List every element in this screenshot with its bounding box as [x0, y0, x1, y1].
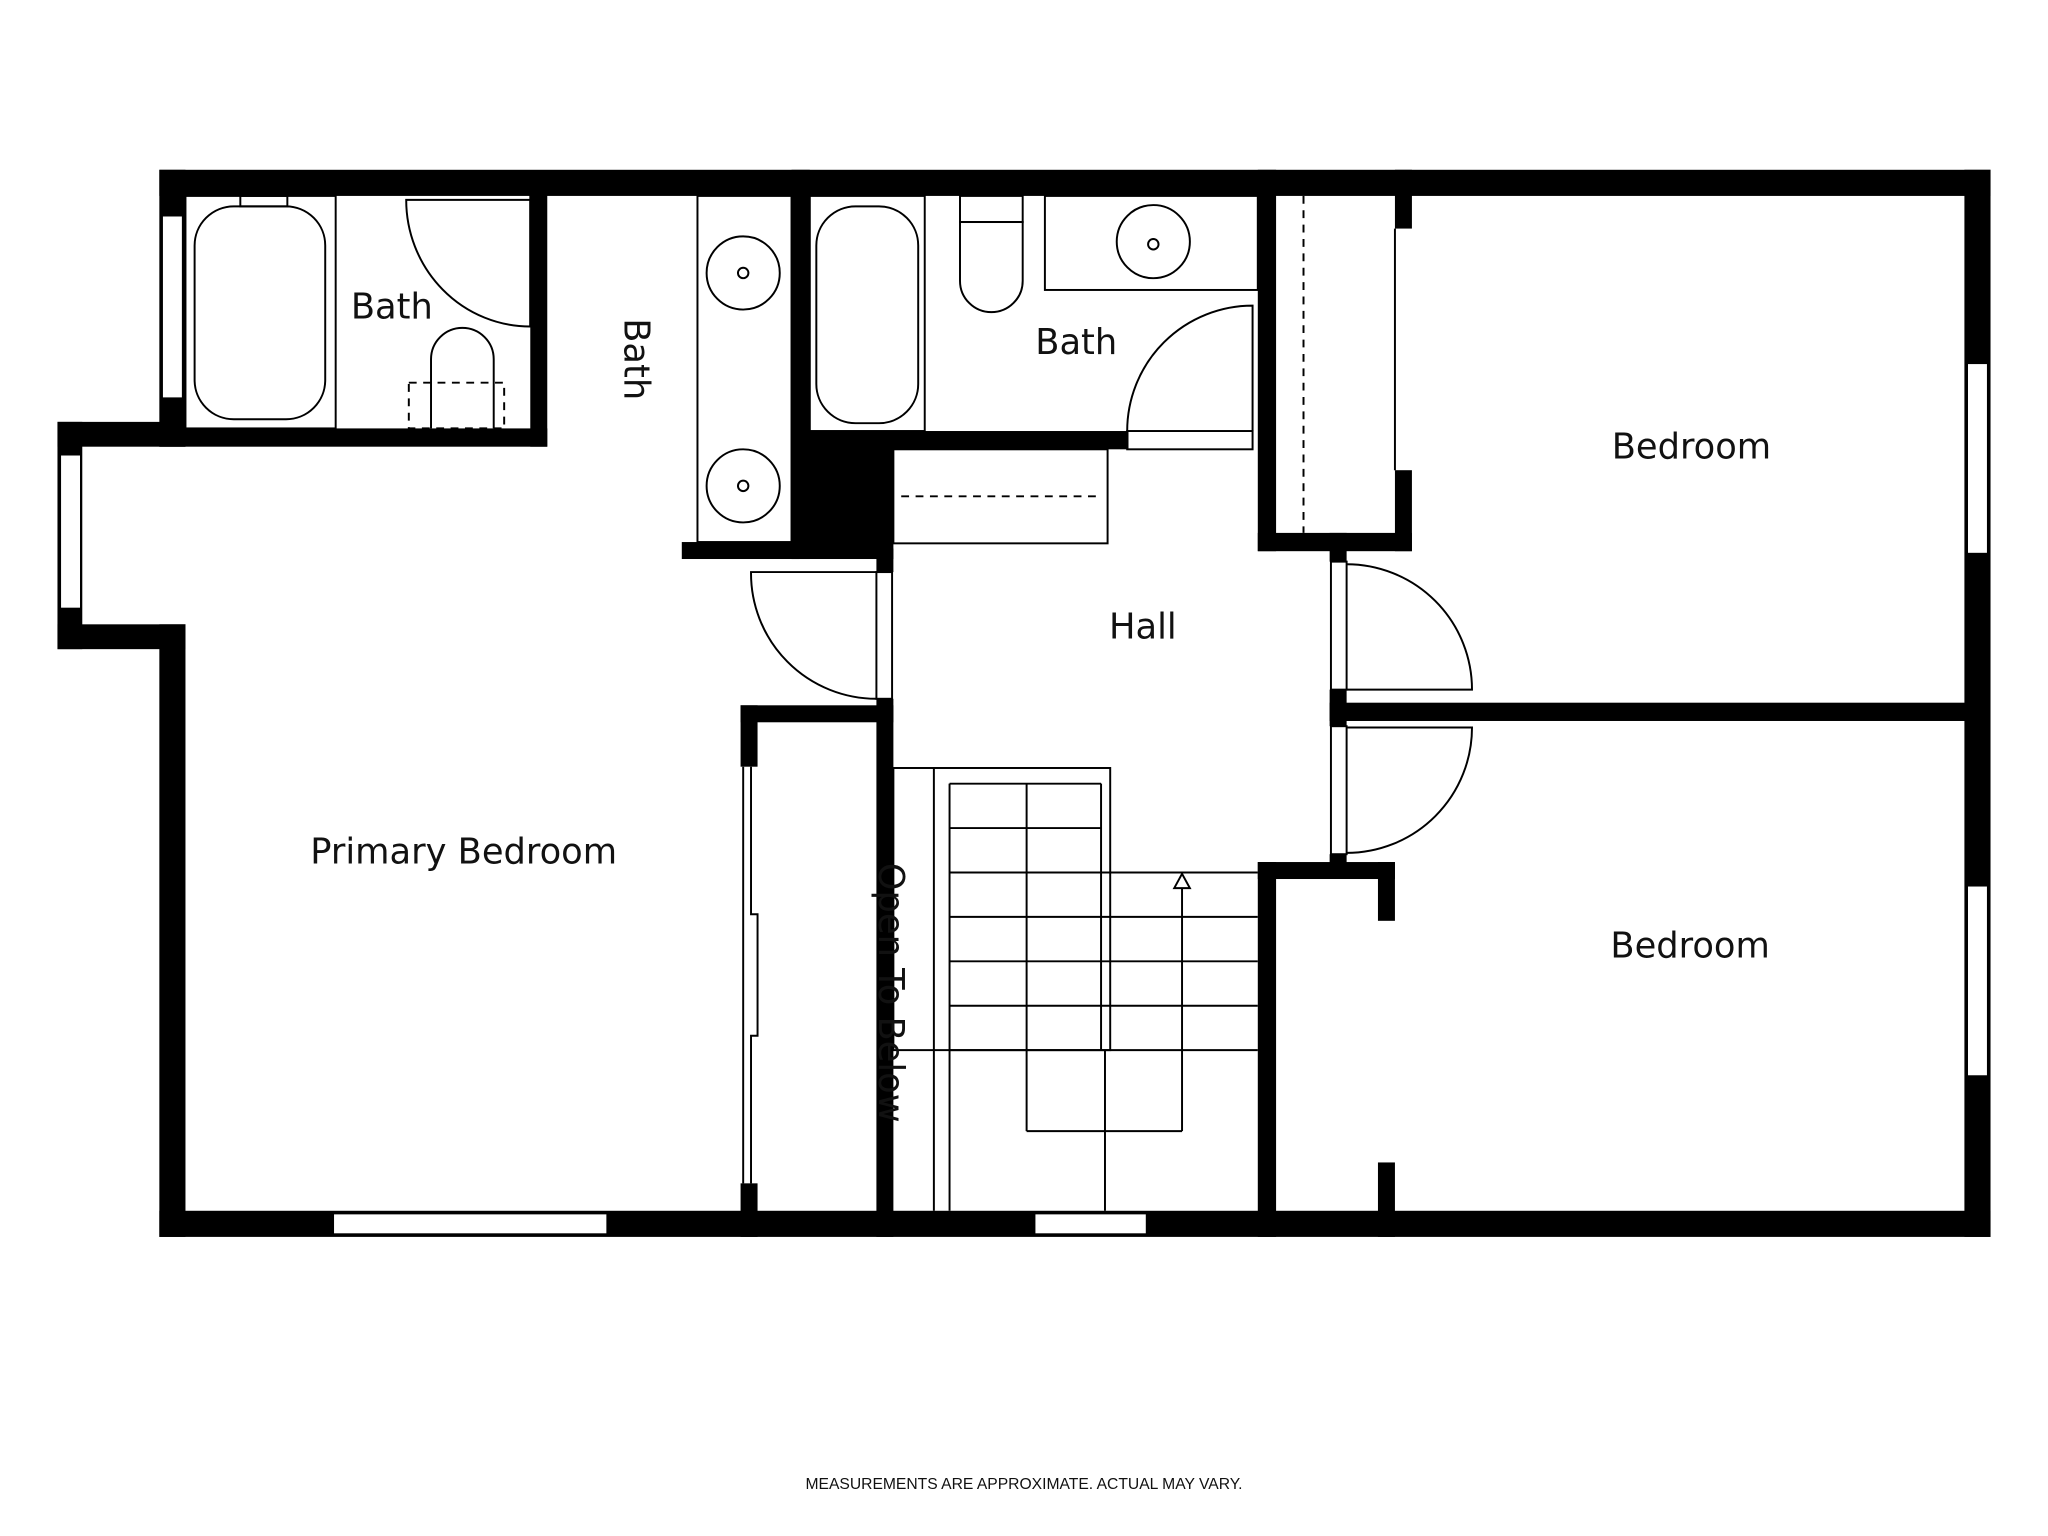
room-label-second-bath: Bath — [1035, 322, 1117, 363]
room-labels: Bath Bath Bath Bedroom Bedroom Hall Prim… — [310, 287, 1771, 1123]
room-label-hall: Hall — [1109, 607, 1177, 648]
doors — [742, 560, 1473, 1184]
walls — [57, 169, 1991, 1237]
windows — [59, 214, 1989, 1236]
room-label-primary-bedroom: Primary Bedroom — [310, 831, 617, 872]
room-label-bedroom-lower: Bedroom — [1610, 925, 1769, 966]
room-label-vanity-bath: Bath — [615, 318, 656, 400]
disclaimer: MEASUREMENTS ARE APPROXIMATE. ACTUAL MAY… — [805, 1476, 1242, 1493]
room-label-primary-bath: Bath — [351, 287, 433, 328]
label-open-to-below: Open To Below — [870, 863, 911, 1123]
fixtures — [184, 194, 1396, 545]
room-label-bedroom-upper: Bedroom — [1612, 426, 1771, 467]
stairs — [892, 767, 1258, 1211]
